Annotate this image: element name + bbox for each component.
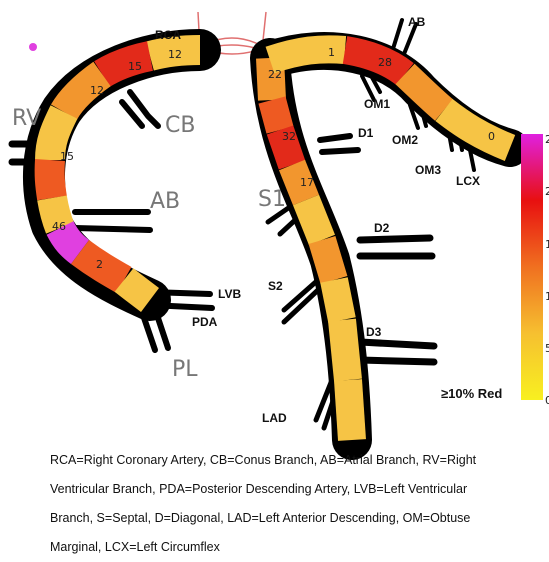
rca-segments <box>50 50 200 300</box>
label-rca: RCA <box>155 28 181 42</box>
threshold-label: ≥10% Red <box>441 386 502 401</box>
label-s2: S2 <box>268 279 283 293</box>
scale-tick-1: 2 <box>545 185 549 198</box>
svg-text:28: 28 <box>378 56 392 69</box>
label-d3: D3 <box>366 325 382 339</box>
scale-tick-2: 1 <box>545 238 549 251</box>
svg-text:0: 0 <box>488 130 495 143</box>
label-om1: OM1 <box>364 97 390 111</box>
label-lcx: LCX <box>456 174 480 188</box>
svg-text:15: 15 <box>128 60 142 73</box>
svg-text:17: 17 <box>300 176 314 189</box>
label-s1: S1 <box>258 187 286 212</box>
svg-text:46: 46 <box>52 220 66 233</box>
svg-text:15: 15 <box>60 150 74 163</box>
figure-caption: RCA=Right Coronary Artery, CB=Conus Bran… <box>50 446 530 562</box>
caption-line-2: Ventricular Branch, PDA=Posterior Descen… <box>50 475 530 504</box>
scale-tick-0: 2 <box>545 133 549 146</box>
caption-line-3: Branch, S=Septal, D=Diagonal, LAD=Left A… <box>50 504 530 533</box>
scale-tick-5: 0 <box>545 394 549 407</box>
label-ab-left: AB <box>150 189 180 214</box>
scale-tick-4: 5 <box>545 342 549 355</box>
label-om2: OM2 <box>392 133 418 147</box>
label-d1: D1 <box>358 126 374 140</box>
svg-text:1: 1 <box>328 46 335 59</box>
label-d2: D2 <box>374 221 390 235</box>
svg-text:32: 32 <box>282 130 296 143</box>
label-lvb: LVB <box>218 287 241 301</box>
scale-tick-3: 1 <box>545 290 549 303</box>
caption-line-1: RCA=Right Coronary Artery, CB=Conus Bran… <box>50 446 530 475</box>
label-cb: CB <box>165 113 195 138</box>
label-pda: PDA <box>192 315 218 329</box>
label-lad: LAD <box>262 411 287 425</box>
marker-dot <box>29 43 37 51</box>
label-om3: OM3 <box>415 163 441 177</box>
label-ab-right: AB <box>408 15 426 29</box>
svg-text:22: 22 <box>268 68 282 81</box>
svg-text:12: 12 <box>168 48 182 61</box>
svg-text:12: 12 <box>90 84 104 97</box>
svg-text:2: 2 <box>96 258 103 271</box>
color-scale-bar <box>521 134 543 400</box>
label-pl: PL <box>172 357 198 382</box>
label-rv: RV <box>12 106 41 131</box>
